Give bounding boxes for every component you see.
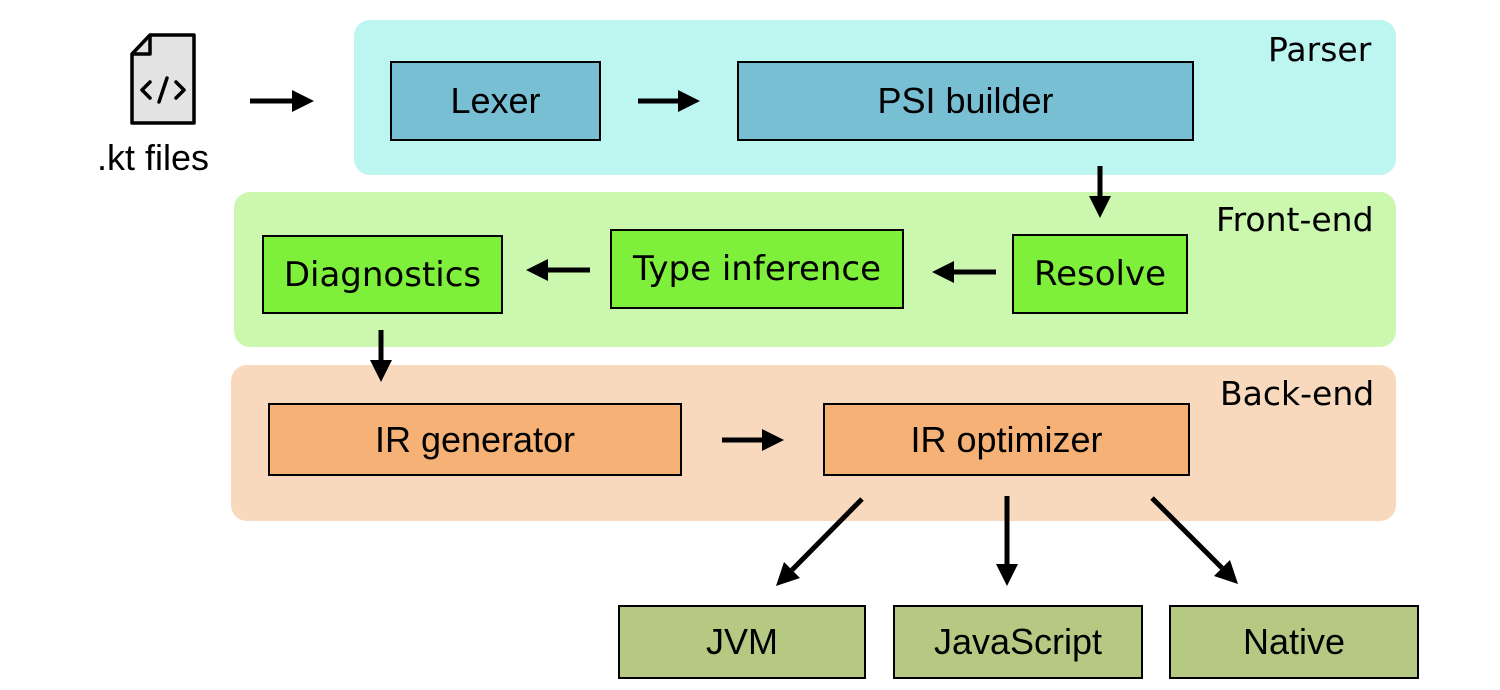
code-file-icon <box>130 33 196 125</box>
native-node: Native <box>1169 605 1419 679</box>
backend-title: Back-end <box>1220 374 1375 413</box>
arrow-iropt-to-jvm <box>790 497 864 572</box>
psi-builder-node: PSI builder <box>737 61 1194 141</box>
jvm-node: JVM <box>618 605 866 679</box>
ir-optimizer-node: IR optimizer <box>823 403 1190 476</box>
lexer-node: Lexer <box>390 61 601 141</box>
frontend-title: Front-end <box>1216 200 1374 239</box>
parser-title: Parser <box>1268 30 1372 69</box>
javascript-node: JavaScript <box>893 605 1143 679</box>
type-inference-node: Type inference <box>610 229 904 309</box>
ir-generator-node: IR generator <box>268 403 682 476</box>
diagnostics-node: Diagnostics <box>262 235 503 314</box>
file-label: .kt files <box>97 137 210 178</box>
resolve-node: Resolve <box>1012 234 1188 314</box>
arrow-iropt-to-native <box>1150 496 1224 570</box>
